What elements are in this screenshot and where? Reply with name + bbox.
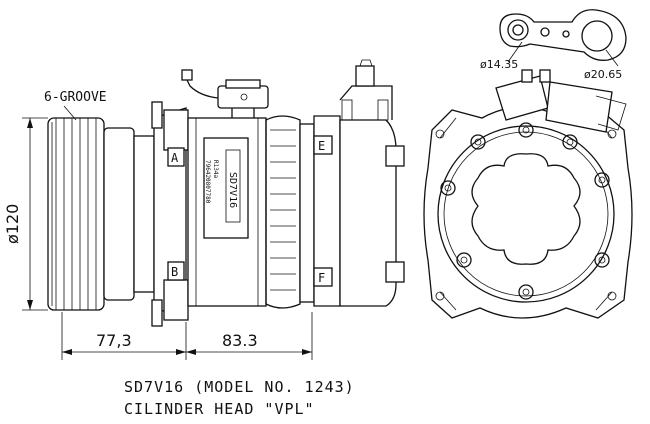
bolt-holes xyxy=(440,122,610,300)
port-f-label: F xyxy=(318,271,325,285)
port-e-marker: E xyxy=(313,135,333,155)
plate-refrigerant: R134a xyxy=(212,160,219,178)
port-b-label: B xyxy=(171,265,178,279)
front-housing xyxy=(151,101,189,327)
port-gasket: ø14.35 ø20.65 xyxy=(480,9,627,81)
rear-head xyxy=(313,59,405,307)
port-a-label: A xyxy=(171,151,179,165)
groove-label: 6-GROOVE xyxy=(44,90,107,105)
port-a-marker: A xyxy=(167,147,185,167)
port-f-marker: F xyxy=(313,267,333,287)
electrical-connector xyxy=(181,69,269,118)
port-e-label: E xyxy=(318,139,325,153)
diameter-dimension: ø120 xyxy=(3,117,48,311)
side-view: A B SD7V16 R134a 796420807780 xyxy=(47,59,405,327)
port-large-diameter: ø20.65 xyxy=(584,68,622,81)
diameter-text: ø120 xyxy=(3,204,22,244)
dim-left-text: 77,3 xyxy=(96,331,132,350)
pulley xyxy=(47,117,155,311)
length-dimensions: 77,3 83.3 xyxy=(61,312,313,360)
plate-number: 796420807780 xyxy=(204,160,211,204)
port-b-marker: B xyxy=(167,261,185,281)
plate-model: SD7V16 xyxy=(227,172,238,208)
caption: SD7V16 (MODEL NO. 1243) CILINDER HEAD "V… xyxy=(124,378,355,418)
groove-leader xyxy=(63,105,77,121)
dim-right-text: 83.3 xyxy=(222,331,258,350)
caption-line-2: CILINDER HEAD "VPL" xyxy=(124,400,315,418)
front-view xyxy=(423,69,633,319)
caption-line-1: SD7V16 (MODEL NO. 1243) xyxy=(124,378,355,396)
nameplate: SD7V16 R134a 796420807780 xyxy=(203,137,249,239)
port-small-diameter: ø14.35 xyxy=(480,58,518,71)
